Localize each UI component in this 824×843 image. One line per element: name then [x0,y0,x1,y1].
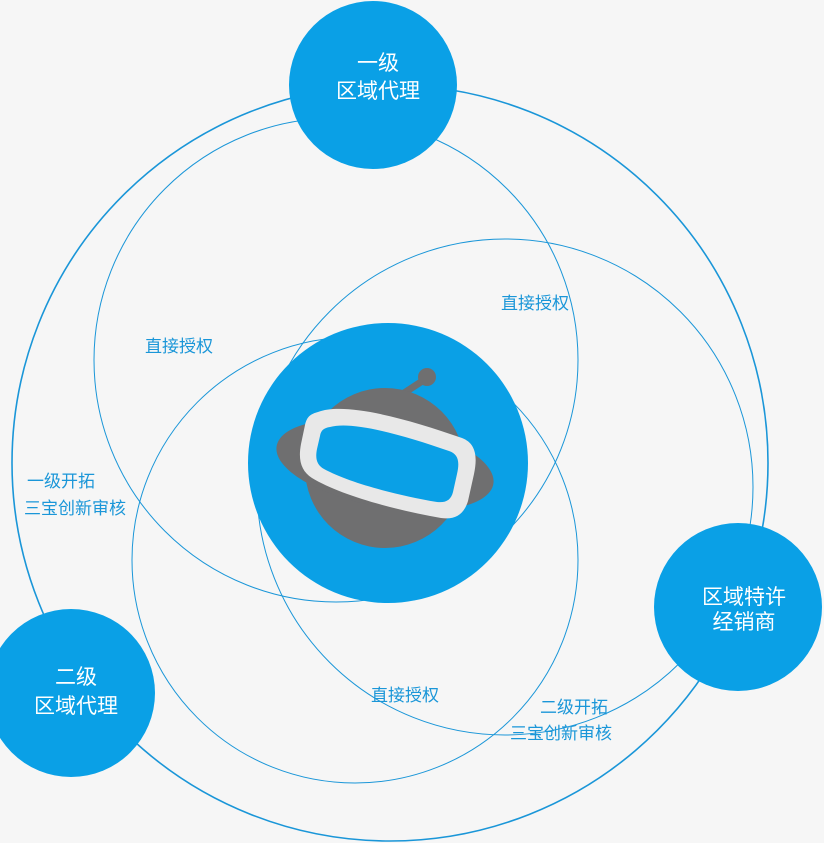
node-level2-line2: 区域代理 [34,694,118,718]
label-direct-auth-upper-left: 直接授权 [145,337,213,357]
planet-robot-logo-icon [276,368,494,548]
center-logo [248,323,528,603]
node-dealer-line2: 经销商 [713,610,776,634]
label-level2-expand-line2: 三宝创新审核 [510,724,612,744]
node-level1-agent: 一级 区域代理 [289,1,457,169]
node-level1-line2: 区域代理 [336,79,420,103]
label-level2-expand-line1: 二级开拓 [540,698,608,718]
node-level1-line1: 一级 [357,51,399,75]
node-dealer-line1: 区域特许 [702,585,786,609]
node-level2-agent: 二级 区域代理 [0,609,155,777]
label-direct-auth-lower: 直接授权 [371,686,439,706]
node-level2-line1: 二级 [55,665,97,689]
label-level1-expand-line2: 三宝创新审核 [24,499,126,519]
node-franchise-dealer: 区域特许 经销商 [654,523,822,691]
label-level1-expand-line1: 一级开拓 [27,472,95,492]
label-direct-auth-upper-right: 直接授权 [501,294,569,314]
